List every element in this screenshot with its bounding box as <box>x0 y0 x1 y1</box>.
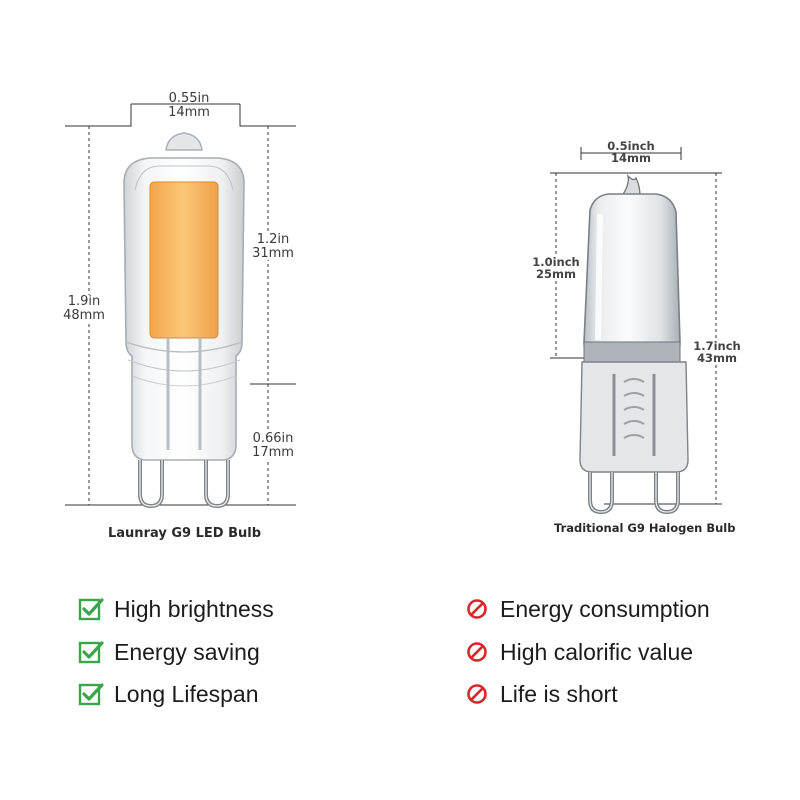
check-icon <box>78 596 104 622</box>
halogen-glass-height-label: 1.0inch 25mm <box>528 256 584 280</box>
halogen-bulb <box>579 173 689 515</box>
halogen-glass-height-mm: 25mm <box>536 267 576 282</box>
halogen-height-label: 1.7inch 43mm <box>688 340 746 364</box>
prohibited-icon <box>464 596 490 622</box>
con-label: High calorific value <box>500 638 694 665</box>
led-bulb <box>123 132 245 509</box>
led-glass-height-label: 1.2in 31mm <box>244 232 302 261</box>
led-width-mm: 14mm <box>168 104 210 120</box>
led-base-height-inch: 0.66in <box>252 431 294 446</box>
pro-label: Energy saving <box>114 638 260 665</box>
con-item: Energy consumption <box>464 594 710 624</box>
con-label: Energy consumption <box>500 595 710 622</box>
pro-item: Long Lifespan <box>78 679 259 709</box>
prohibited-icon <box>464 639 490 665</box>
con-item: High calorific value <box>464 637 693 667</box>
check-icon <box>78 681 104 707</box>
halogen-width-label: 0.5inch 14mm <box>598 140 664 164</box>
led-glass-height-mm: 31mm <box>252 245 294 261</box>
led-base-height-mm: 17mm <box>252 444 294 460</box>
led-glass-height-inch: 1.2in <box>256 232 290 247</box>
pro-label: Long Lifespan <box>114 680 259 707</box>
prohibited-icon <box>464 681 490 707</box>
led-dimension-lines <box>65 103 296 506</box>
pro-item: High brightness <box>78 594 274 624</box>
halogen-height-mm: 43mm <box>697 351 737 366</box>
led-base-height-label: 0.66in 17mm <box>244 431 302 460</box>
halogen-width-inch: 0.5inch <box>607 139 655 153</box>
con-item: Life is short <box>464 679 618 709</box>
halogen-glass-height-inch: 1.0inch <box>532 255 580 269</box>
halogen-width-mm: 14mm <box>611 151 651 166</box>
led-height-mm: 48mm <box>63 307 105 323</box>
led-width-inch: 0.55in <box>168 91 210 106</box>
halogen-bulb-illustration <box>550 147 722 515</box>
pro-label: High brightness <box>114 595 274 622</box>
check-icon <box>78 639 104 665</box>
halogen-height-inch: 1.7inch <box>693 339 741 353</box>
led-bulb-illustration <box>65 103 296 509</box>
led-bulb-caption: Launray G9 LED Bulb <box>108 526 261 541</box>
halogen-bulb-caption: Traditional G9 Halogen Bulb <box>554 521 736 535</box>
led-height-label: 1.9in 48mm <box>58 294 110 323</box>
led-width-label: 0.55in 14mm <box>154 92 224 119</box>
led-height-inch: 1.9in <box>67 294 101 309</box>
con-label: Life is short <box>500 680 618 707</box>
pro-item: Energy saving <box>78 637 260 667</box>
